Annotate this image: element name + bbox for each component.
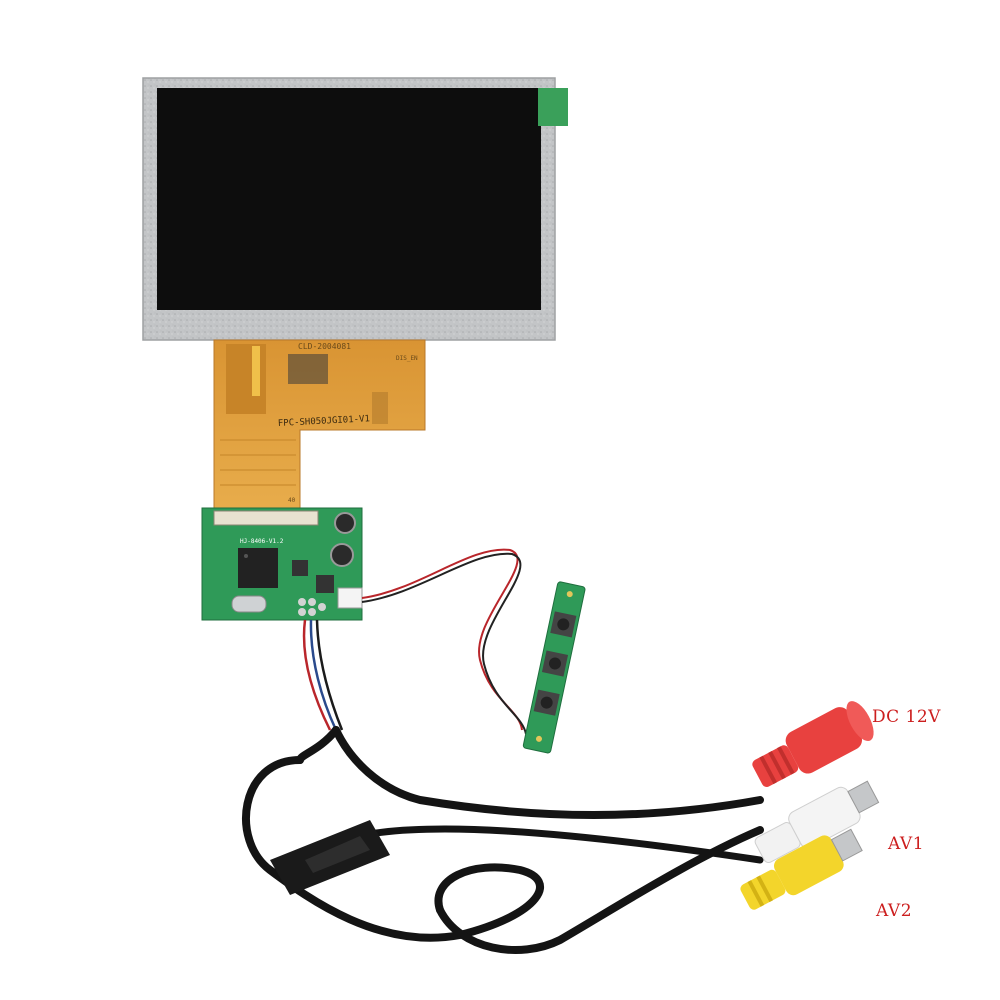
capacitor	[334, 512, 356, 534]
fpc-small-marking: DIS_EN	[396, 355, 418, 362]
button-board	[522, 581, 586, 754]
fpc-traces	[220, 439, 296, 486]
rca-white-av1-connector	[754, 780, 880, 864]
power-connector	[337, 587, 363, 609]
button-board-wire	[361, 548, 527, 735]
inductor	[316, 575, 334, 593]
inductor	[292, 560, 308, 576]
rca-red-dc-connector	[752, 701, 874, 787]
lcd-panel	[142, 77, 568, 341]
fpc-pin-marking: 40	[288, 497, 296, 504]
capacitor	[330, 543, 354, 567]
signal-wires	[302, 619, 344, 731]
fpc-top-marking: CLD-2004081	[298, 342, 351, 351]
protective-film-tab	[538, 88, 568, 126]
pin-header	[298, 598, 326, 616]
controller-chip	[238, 548, 278, 588]
fpc-connector	[213, 510, 319, 526]
board-marking: HJ-8406-V1.2	[240, 538, 284, 545]
fpc-flex-cable: CLD-2004081 DIS_EN FPC-SH050JGI01-V1 40	[213, 339, 426, 513]
cable-splitter	[270, 820, 390, 895]
rca-yellow-av2-connector	[740, 828, 863, 910]
driver-board: HJ-8406-V1.2	[201, 507, 363, 621]
fpc-marking: FPC-SH050JGI01-V1	[278, 414, 371, 429]
av-power-cable	[242, 726, 764, 954]
av2-label: AV2	[876, 901, 913, 921]
dc-12v-label: DC 12V	[872, 707, 941, 727]
av1-label: AV1	[888, 834, 925, 854]
crystal-oscillator	[231, 595, 267, 613]
lcd-screen	[157, 88, 541, 310]
